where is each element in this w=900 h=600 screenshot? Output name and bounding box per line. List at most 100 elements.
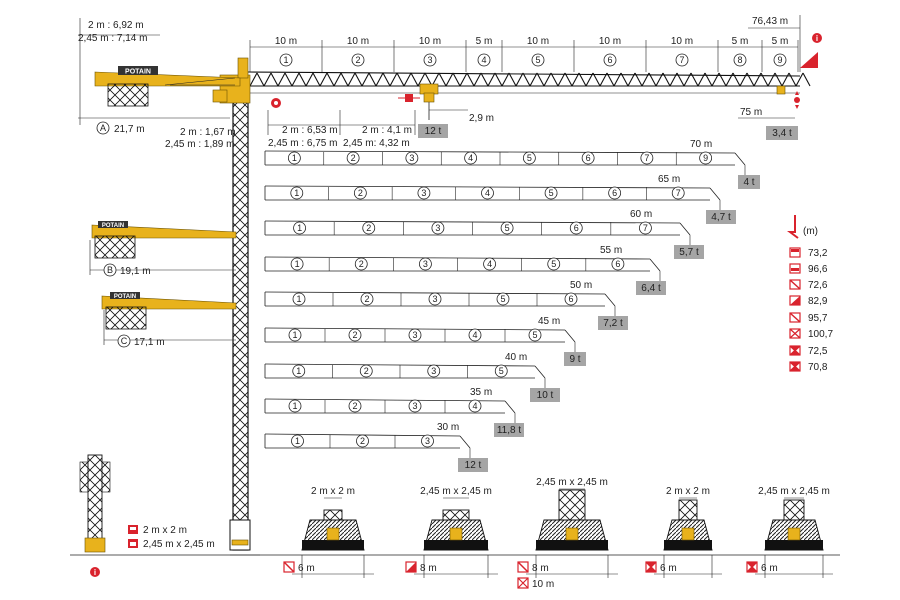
config-section-number: 5 [527, 153, 532, 163]
config-section-number: 6 [586, 153, 591, 163]
jib-section-length: 10 m [527, 36, 549, 47]
config-section-marker [405, 151, 419, 165]
jib-section-marker [423, 53, 437, 67]
jib-section-length: 10 m [347, 36, 369, 47]
svg-text:POTAIN: POTAIN [102, 223, 124, 229]
legend-height-value: 70,8 [808, 362, 828, 373]
config-section-number: 1 [295, 436, 300, 446]
base-width: 6 m [761, 563, 778, 574]
jib-section-length: 5 m [476, 36, 493, 47]
config-section-number: 7 [643, 223, 648, 233]
config-section-number: 9 [703, 153, 708, 163]
jib-section-number: 5 [535, 55, 540, 65]
base-width: 10 m [532, 579, 554, 590]
svg-text:POTAIN: POTAIN [114, 294, 136, 300]
config-load: 4 t [743, 177, 754, 188]
config-section-marker [427, 364, 441, 378]
tip-height: 76,43 m [752, 16, 788, 27]
config-section-number: 2 [359, 259, 364, 269]
config-section-marker [353, 186, 367, 200]
hook-dim: 2,9 m [469, 113, 494, 124]
jib-section-length: 10 m [599, 36, 621, 47]
config-section-marker [699, 151, 713, 165]
config-section-marker [287, 151, 301, 165]
config-load-box [494, 423, 524, 437]
tip-indicator-icon [794, 97, 800, 103]
legend-row: 70,8 [789, 361, 828, 373]
jib-section-length: 10 m [275, 36, 297, 47]
config-section-marker [547, 257, 561, 271]
config-section-marker [494, 364, 508, 378]
legend-row: 73,2 [789, 247, 828, 259]
config-section-number: 1 [294, 188, 299, 198]
main-tower [229, 99, 260, 556]
config-section-marker [348, 328, 362, 342]
config-section-number: 3 [412, 330, 417, 340]
config-section-marker [288, 328, 302, 342]
top-left-dims: 2 m : 6,92 m 2,45 m : 7,14 m A 21,7 m 2 … [78, 18, 236, 150]
config-section-number: 7 [676, 188, 681, 198]
config-section-number: 3 [431, 366, 436, 376]
offset-right-2m: 2 m : 4,1 m [362, 125, 412, 136]
jib-section-number: 8 [737, 55, 742, 65]
jib-section-marker [279, 53, 293, 67]
config-length: 45 m [538, 316, 560, 327]
legend-row: 100,7 [789, 328, 833, 340]
base-mast-size: 2 m x 2 m [311, 486, 355, 497]
base-configurations: 2 m x 2 m6 m2,45 m x 2,45 m8 m2,45 m x 2… [283, 477, 833, 590]
config-section-number: 1 [292, 401, 297, 411]
config-section-number: 6 [612, 188, 617, 198]
config-section-number: 3 [423, 259, 428, 269]
config-section-number: 1 [296, 366, 301, 376]
potain-logo [118, 66, 158, 75]
mast-legend: 2 m x 2 m 2,45 m x 2,45 m [128, 525, 215, 550]
jib-section-number: 6 [607, 55, 612, 65]
config-length: 50 m [570, 280, 592, 291]
config-section-number: 7 [644, 153, 649, 163]
base-config: 2,45 m x 2,45 m6 m [746, 486, 833, 578]
jib-section-marker [733, 53, 747, 67]
config-section-marker [431, 221, 445, 235]
svg-text:i: i [94, 568, 96, 577]
base-config: 2 m x 2 m6 m [645, 486, 722, 578]
config-section-number: 3 [409, 153, 414, 163]
config-section-marker [468, 399, 482, 413]
info-icon-top [812, 33, 822, 43]
config-section-marker [290, 257, 304, 271]
offset-left-2m: 2 m : 6,53 m [282, 125, 338, 136]
base-width: 6 m [298, 563, 315, 574]
config-section-marker [428, 292, 442, 306]
config-section-marker [356, 434, 369, 448]
config-section-marker [359, 364, 373, 378]
tower-offset-2m: 2 m : 1,67 m [180, 127, 236, 138]
config-load: 5,7 t [679, 247, 699, 258]
config-section-marker [581, 151, 595, 165]
config-section-number: 5 [505, 223, 510, 233]
config-section-number: 3 [425, 436, 430, 446]
legend-unit: (m) [803, 226, 818, 237]
config-section-marker [611, 257, 625, 271]
legend-height-value: 73,2 [808, 248, 828, 259]
counterjib-height-245m: 2,45 m : 7,14 m [78, 33, 147, 44]
config-section-marker [290, 186, 304, 200]
config-section-number: 2 [364, 294, 369, 304]
config-section-number: 5 [500, 294, 505, 304]
legend-height-value: 82,9 [808, 296, 828, 307]
legend-height-value: 95,7 [808, 313, 828, 324]
config-section-number: 1 [295, 259, 300, 269]
svg-text:12 t: 12 t [425, 126, 442, 137]
jib-section-marker [603, 53, 617, 67]
counterjib-c: POTAIN [101, 292, 237, 330]
marker-b: B [107, 265, 113, 275]
config-section-marker [419, 257, 432, 271]
legend-row: 72,6 [789, 279, 828, 291]
config-section-marker [500, 221, 514, 235]
main-jib [247, 71, 811, 120]
